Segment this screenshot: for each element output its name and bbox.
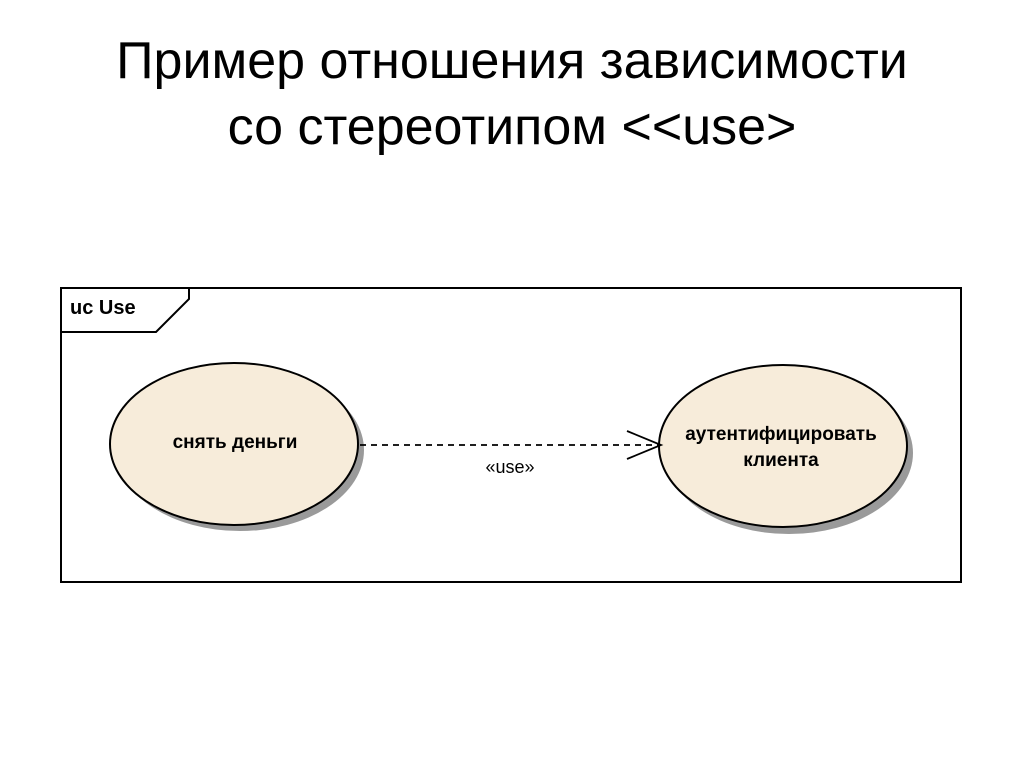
stereotype-label: «use» [485,457,535,477]
title-line-2: со стереотипом <<use> [227,98,797,156]
title-line-1: Пример отношения зависимости [116,32,908,90]
use-case-withdraw-money [109,362,359,526]
frame-label: uc Use [70,297,136,319]
slide-title: Пример отношения зависимости со стереоти… [0,28,1024,160]
use-case-label-line-1: аутентифицировать [685,424,877,445]
use-case-label-withdraw-money: снять деньги [172,432,298,453]
use-case-label-authenticate-client: аутентифицировать клиента [655,422,907,474]
dependency-arrowhead [626,430,664,460]
use-case-label-line-2: клиента [743,450,819,471]
frame-name-tab [61,288,190,333]
